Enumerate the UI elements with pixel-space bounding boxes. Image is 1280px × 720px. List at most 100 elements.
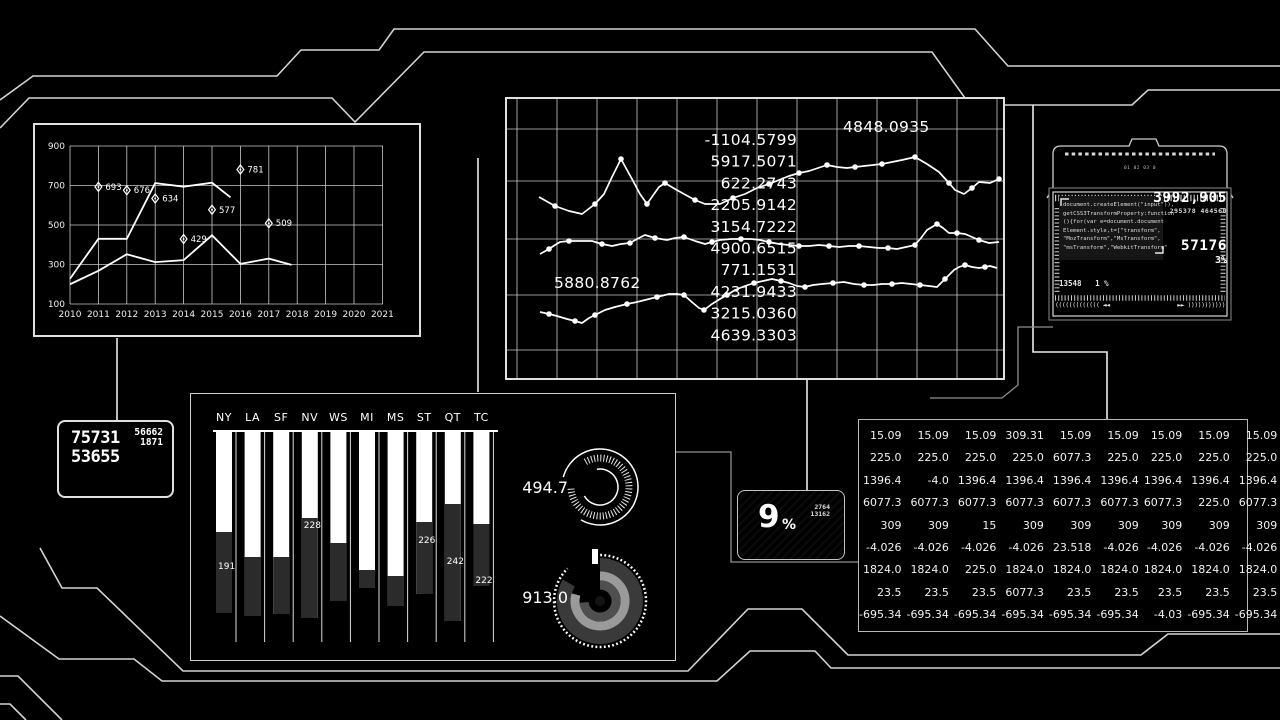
table-cell: 1824.0 <box>1143 563 1183 577</box>
marker-dot <box>125 189 128 192</box>
marker-label: 634 <box>162 195 178 205</box>
table-cell: -4.026 <box>913 541 949 555</box>
table-cell: 23.5 <box>1252 585 1278 599</box>
table-cell: -695.34 <box>859 608 902 622</box>
table-cell: 1824.0 <box>1052 563 1092 577</box>
device-header-ticks: 01 02 03 0 <box>1123 166 1157 171</box>
center-grid-chart: -1104.57995917.5071622.27432205.91423154… <box>507 99 1003 378</box>
x-tick-label: 2014 <box>172 310 195 320</box>
bar-category-label: NY <box>216 411 232 424</box>
table-cell: 309 <box>927 518 949 532</box>
value-stack-item: 5917.5071 <box>710 153 797 171</box>
table-cell: 225.0 <box>1245 451 1278 465</box>
series-dot <box>942 276 948 282</box>
table-cell: -695.34 <box>1096 608 1139 622</box>
series-dot <box>552 203 558 209</box>
left-box-number-2: 53655 <box>71 447 120 467</box>
table-cell: 6077.3 <box>862 496 902 510</box>
table-cell: 15.09 <box>1198 429 1230 442</box>
table-cell: 309 <box>1022 518 1044 532</box>
table-cell: 309 <box>1070 518 1092 532</box>
barcode-right: ►► ))))))))))) <box>1177 301 1225 309</box>
gauge1-inner-arc <box>583 468 619 506</box>
gauge1-outer-arc <box>562 448 639 526</box>
bar-dark <box>301 518 318 618</box>
bar-value-label: 222 <box>475 576 492 586</box>
series-dot <box>681 292 687 298</box>
table-cell: 6077.3 <box>1052 451 1092 465</box>
gauge2-dotted-ring <box>552 553 648 649</box>
marker-label: 509 <box>276 219 292 229</box>
percent-unit: % <box>782 517 797 533</box>
table-cell: 309.31 <box>1005 429 1044 442</box>
table-cell: 6077.3 <box>1052 496 1092 510</box>
device-top-trapezoid <box>1052 138 1228 188</box>
table-cell: 6077.3 <box>1005 585 1044 599</box>
table-cell: 1396.4 <box>1052 473 1092 487</box>
decor-corner-line-2 <box>0 703 27 720</box>
table-cell: 1824.0 <box>910 563 949 577</box>
gauge2-notch <box>592 549 598 564</box>
table-cell: 23.5 <box>876 585 902 599</box>
table-cell: 6077.3 <box>957 496 997 510</box>
marker-dot <box>239 168 242 171</box>
table-cell: 23.5 <box>971 585 997 599</box>
series-dot <box>692 197 698 203</box>
value-stack-item: 3215.0360 <box>710 305 797 323</box>
table-cell: 6077.3 <box>1100 496 1139 510</box>
table-cell: -4.03 <box>1153 608 1183 622</box>
bar-dark <box>359 570 375 588</box>
device-code-line: "msTransform","WebkitTransform" <box>1063 244 1168 251</box>
table-cell: 6077.3 <box>1143 496 1183 510</box>
marker-diamond <box>122 184 131 196</box>
marker-dot <box>154 197 157 200</box>
marker-label: 429 <box>191 235 207 245</box>
series-dot <box>681 234 687 240</box>
series-dot <box>976 237 982 243</box>
series-dot <box>879 161 885 167</box>
connector-gray-1 <box>676 451 858 563</box>
table-cell: 225.0 <box>917 451 949 465</box>
table-cell: 6077.3 <box>1238 496 1278 510</box>
series-dot <box>662 180 668 186</box>
percent-value: 9 <box>758 499 780 535</box>
table-cell: 6077.3 <box>1005 496 1044 510</box>
table-cell: 1824.0 <box>1100 563 1139 577</box>
table-cell: -4.026 <box>1146 541 1183 555</box>
bar-value-label: 242 <box>447 557 464 567</box>
table-cell: 23.5 <box>1114 585 1139 599</box>
series-dot <box>982 264 988 270</box>
marker-label: 577 <box>219 206 235 216</box>
gauge2-ring-mid <box>579 580 621 622</box>
series-dot <box>912 242 918 248</box>
x-tick-label: 2016 <box>229 310 252 320</box>
series-dot <box>826 243 832 249</box>
device-code-line: "MozTransform","MsTransform", <box>1063 236 1161 243</box>
bar-category-label: WS <box>329 411 348 424</box>
decor-top-line-1 <box>0 28 1280 101</box>
marker-diamond <box>151 193 160 205</box>
bar-category-label: MS <box>387 411 404 424</box>
device-code-text: document.createElement("input")),getCSS3… <box>1063 201 1174 253</box>
table-cell: -695.34 <box>906 608 949 622</box>
device-mid-number: 57176 <box>1180 238 1227 254</box>
device-big-number: 3992,905 <box>1153 190 1227 206</box>
value-stack-item: 771.1531 <box>721 261 797 279</box>
x-tick-label: 2011 <box>87 310 110 320</box>
left-box-small-numbers: 56662 1871 <box>134 428 163 448</box>
top-right-value: 4848.0935 <box>843 118 930 136</box>
left-box-small-2: 1871 <box>140 437 163 448</box>
device-code-bg <box>1059 196 1163 260</box>
x-tick-label: 2018 <box>286 310 309 320</box>
series-dot <box>546 246 552 252</box>
table-cell: -4.026 <box>1194 541 1230 555</box>
series-dot <box>946 180 952 186</box>
table-cell: 1396.4 <box>1191 473 1230 487</box>
table-cell: 309 <box>1117 518 1139 532</box>
gauge1-tick-ring <box>567 454 633 520</box>
x-tick-label: 2012 <box>115 310 138 320</box>
bar-category-label: LA <box>245 411 260 424</box>
